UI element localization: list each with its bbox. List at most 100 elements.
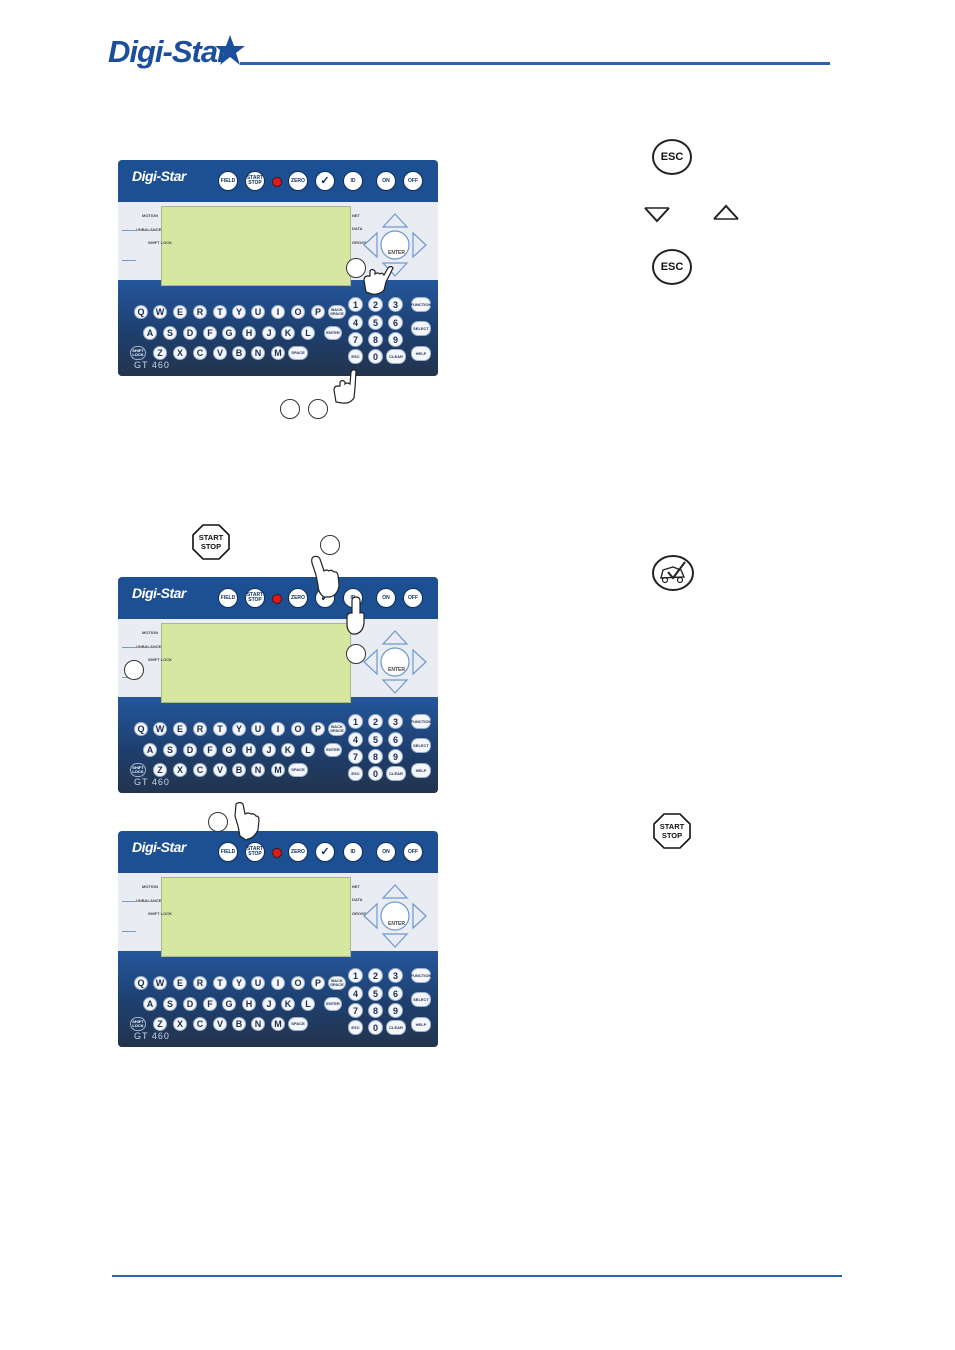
key-l[interactable]: L [301,326,315,340]
key-u[interactable]: U [251,976,265,990]
key-g[interactable]: G [222,997,236,1011]
num-7[interactable]: 7 [348,332,363,347]
key-c[interactable]: C [193,1017,207,1031]
key-n[interactable]: N [251,346,265,360]
num-0[interactable]: 0 [368,1020,383,1035]
key-s[interactable]: S [163,743,177,757]
back-space-key[interactable]: BACK SPACE [328,976,346,990]
key-h[interactable]: H [242,743,256,757]
nav-cluster[interactable] [362,629,428,695]
key-u[interactable]: U [251,722,265,736]
num-6[interactable]: 6 [388,732,403,747]
key-z[interactable]: Z [153,346,167,360]
key-g[interactable]: G [222,326,236,340]
help-key[interactable]: HELP [411,1017,431,1032]
key-i[interactable]: I [271,722,285,736]
num-5[interactable]: 5 [368,986,383,1001]
key-m[interactable]: M [271,346,285,360]
num-8[interactable]: 8 [368,749,383,764]
num-7[interactable]: 7 [348,749,363,764]
function-key[interactable]: FUNCTION [411,968,431,983]
key-d[interactable]: D [183,326,197,340]
clear-key[interactable]: CLEAR [386,766,406,781]
key-z[interactable]: Z [153,763,167,777]
key-d[interactable]: D [183,743,197,757]
off-key[interactable]: OFF [403,588,423,608]
num-9[interactable]: 9 [388,1003,403,1018]
num-9[interactable]: 9 [388,332,403,347]
id-key[interactable]: ID [343,171,363,191]
field-key[interactable]: FIELD [218,171,238,191]
key-x[interactable]: X [173,1017,187,1031]
key-z[interactable]: Z [153,1017,167,1031]
num-3[interactable]: 3 [388,714,403,729]
num-2[interactable]: 2 [368,714,383,729]
key-k[interactable]: K [281,743,295,757]
key-f[interactable]: F [203,743,217,757]
on-key[interactable]: ON [376,842,396,862]
select-key[interactable]: SELECT [411,992,431,1007]
key-q[interactable]: Q [134,976,148,990]
zero-key[interactable]: ZERO [288,588,308,608]
key-t[interactable]: T [213,305,227,319]
key-o[interactable]: O [291,305,305,319]
key-n[interactable]: N [251,1017,265,1031]
num-7[interactable]: 7 [348,1003,363,1018]
key-x[interactable]: X [173,346,187,360]
zero-key[interactable]: ZERO [288,171,308,191]
esc-key[interactable]: ESC [348,1020,363,1035]
key-k[interactable]: K [281,326,295,340]
key-e[interactable]: E [173,305,187,319]
key-j[interactable]: J [262,326,276,340]
key-y[interactable]: Y [232,305,246,319]
key-d[interactable]: D [183,997,197,1011]
clear-key[interactable]: CLEAR [386,1020,406,1035]
zero-key[interactable]: ZERO [288,842,308,862]
key-p[interactable]: P [311,976,325,990]
start-stop-key[interactable]: START STOP [245,842,265,862]
key-q[interactable]: Q [134,305,148,319]
key-y[interactable]: Y [232,976,246,990]
key-b[interactable]: B [232,763,246,777]
key-b[interactable]: B [232,1017,246,1031]
start-stop-key[interactable]: START STOP [245,588,265,608]
num-8[interactable]: 8 [368,1003,383,1018]
key-a[interactable]: A [143,743,157,757]
field-key[interactable]: FIELD [218,588,238,608]
num-2[interactable]: 2 [368,297,383,312]
num-5[interactable]: 5 [368,732,383,747]
key-e[interactable]: E [173,976,187,990]
shift-lock-key[interactable]: SHIFT LOCK [130,1017,146,1031]
key-y[interactable]: Y [232,722,246,736]
function-key[interactable]: FUNCTION [411,714,431,729]
clear-key[interactable]: CLEAR [386,349,406,364]
key-t[interactable]: T [213,722,227,736]
key-m[interactable]: M [271,1017,285,1031]
key-i[interactable]: I [271,976,285,990]
key-r[interactable]: R [193,305,207,319]
nav-cluster[interactable] [362,883,428,949]
esc-key[interactable]: ESC [348,349,363,364]
num-0[interactable]: 0 [368,766,383,781]
select-key[interactable]: SELECT [411,321,431,336]
key-i[interactable]: I [271,305,285,319]
key-l[interactable]: L [301,997,315,1011]
key-s[interactable]: S [163,997,177,1011]
enter-key[interactable]: ENTER [324,326,342,340]
key-k[interactable]: K [281,997,295,1011]
key-g[interactable]: G [222,743,236,757]
help-key[interactable]: HELP [411,346,431,361]
key-f[interactable]: F [203,326,217,340]
off-key[interactable]: OFF [403,842,423,862]
num-2[interactable]: 2 [368,968,383,983]
key-e[interactable]: E [173,722,187,736]
num-4[interactable]: 4 [348,732,363,747]
num-1[interactable]: 1 [348,297,363,312]
key-m[interactable]: M [271,763,285,777]
back-space-key[interactable]: BACK SPACE [328,722,346,736]
key-x[interactable]: X [173,763,187,777]
num-8[interactable]: 8 [368,332,383,347]
num-1[interactable]: 1 [348,714,363,729]
num-4[interactable]: 4 [348,986,363,1001]
shift-lock-key[interactable]: SHIFT LOCK [130,346,146,360]
